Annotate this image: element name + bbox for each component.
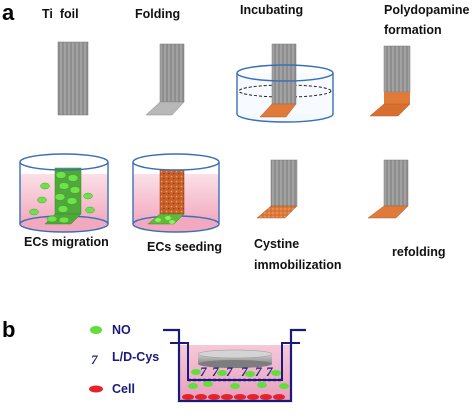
ecs-seeding-dish <box>132 153 220 233</box>
polydopamine-foil <box>369 45 411 117</box>
no-molecules <box>188 369 289 389</box>
incubating-dish <box>236 43 334 123</box>
label-ti-foil: Ti foil <box>42 7 79 21</box>
cys-legend-swatch: 7 <box>91 352 98 367</box>
label-ecs-migration: ECs migration <box>24 235 109 249</box>
panel-b-label: b <box>2 317 15 342</box>
ecs-migration-dish <box>19 153 109 233</box>
label-immobilization: immobilization <box>254 258 342 272</box>
svg-text:7: 7 <box>212 364 219 379</box>
cell-layer <box>182 394 285 400</box>
svg-text:7: 7 <box>241 364 248 379</box>
svg-text:7: 7 <box>255 364 262 379</box>
legend-cell-label: Cell <box>112 382 135 396</box>
ti-foil-sheet <box>57 41 89 116</box>
foil-disc <box>197 349 273 368</box>
svg-text:7: 7 <box>266 364 273 379</box>
svg-text:7: 7 <box>200 364 207 379</box>
cystine-foil <box>256 159 298 219</box>
refolded-foil <box>367 159 409 219</box>
svg-text:7: 7 <box>226 364 233 379</box>
label-cystine: Cystine <box>254 237 299 251</box>
legend-cys-label: L/D-Cys <box>112 350 159 364</box>
label-polydopamine: Polydopamine <box>384 3 469 17</box>
cys-molecules: 7 7 7 7 7 7 <box>200 364 273 379</box>
label-folding: Folding <box>135 7 180 21</box>
label-ecs-seeding: ECs seeding <box>147 240 222 254</box>
label-incubating: Incubating <box>240 3 303 17</box>
label-refolding: refolding <box>392 245 445 259</box>
legend-no-label: NO <box>112 323 131 337</box>
no-legend-swatch <box>90 326 102 334</box>
legend: NO 7 L/D-Cys Cell <box>89 323 159 396</box>
folded-foil <box>145 43 185 116</box>
cell-legend-swatch <box>89 385 103 393</box>
label-formation: formation <box>384 23 442 37</box>
panel-a-label: a <box>2 0 15 25</box>
